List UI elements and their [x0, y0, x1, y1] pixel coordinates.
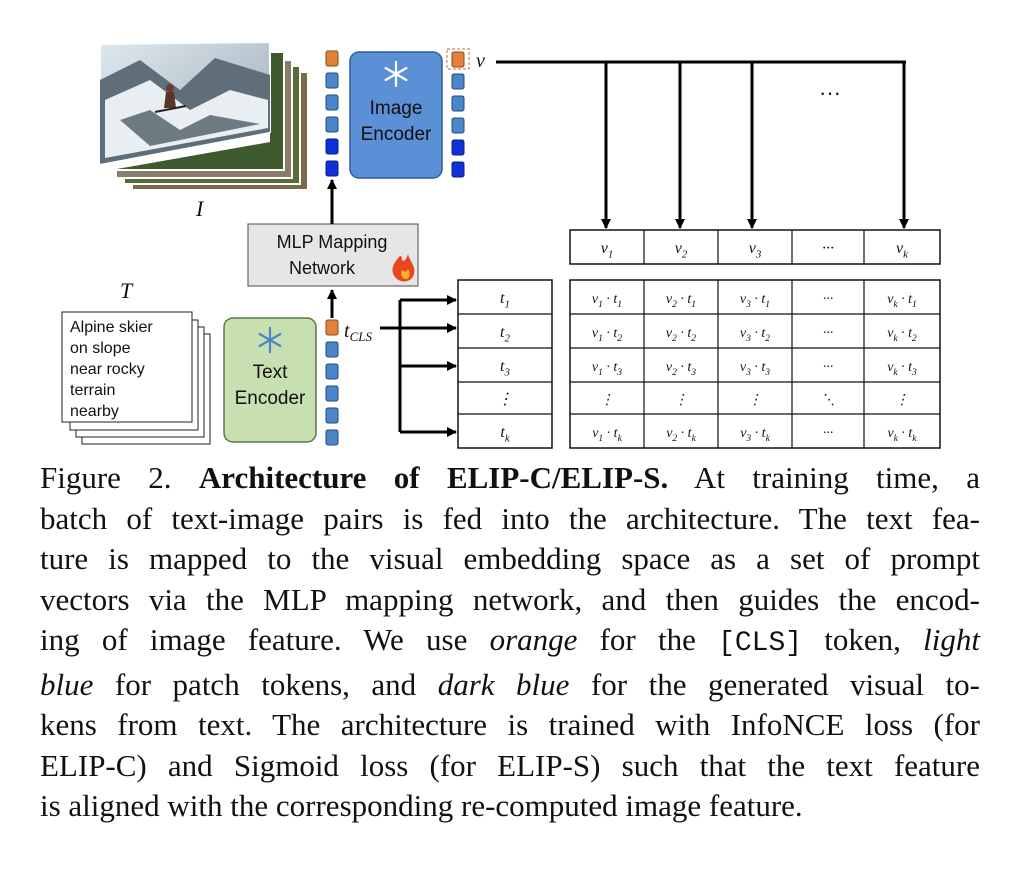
caption-text: for the generated visual to-: [569, 666, 980, 702]
image-encoder-label-2: Encoder: [361, 124, 432, 145]
matrix-cell-r3-c3: v3​ · t3​: [740, 360, 770, 378]
v-header-cell-4: ···: [822, 240, 834, 257]
caption-text: ing of image feature. We use: [40, 622, 490, 657]
v-broadcast-arrows: [496, 60, 909, 229]
t-label-column: t1​ t2​ t3​ ⋮ tk​: [457, 279, 553, 449]
matrix-cell-r1-c2: v2​ · t1​: [666, 292, 696, 310]
image-output-tokens: v: [446, 48, 485, 178]
matrix-cell-r1-c3: v3​ · t1​: [740, 292, 770, 310]
matrix-cell-r5-c3: v3​ · tk​: [740, 426, 770, 444]
caption-line-4: vectors via the MLP mapping network, and…: [40, 581, 980, 617]
matrix-cell-r2-c1: v1​ · t2​: [592, 326, 622, 344]
caption-figure-number: Figure 2.: [40, 460, 199, 495]
caption-line-8: ELIP-C) and Sigmoid loss (for ELIP-S) su…: [40, 747, 980, 783]
matrix-cell-r4-c5: ⋮: [895, 393, 909, 408]
caption-line-6: blue for patch tokens, and dark blue for…: [40, 665, 980, 706]
matrix-cell-r5-c1: v1​ · tk​: [592, 426, 622, 444]
text-encoder: Text Encoder: [223, 317, 317, 443]
matrix-cell-r3-c5: vk​ · t3​: [887, 360, 917, 378]
caption-line-9: is aligned with the corresponding re-com…: [40, 788, 803, 823]
caption-line-2: batch of text-image pairs is fed into th…: [40, 500, 980, 536]
caption-line-7: kens from text. The architecture is trai…: [40, 707, 980, 742]
snowflake-icon: [384, 60, 408, 88]
caption-line-3: ture is mapped to the visual embedding s…: [40, 541, 980, 576]
t-label-cell-1: t1​: [500, 290, 510, 310]
caption-italic: orange: [489, 622, 578, 657]
image-label: I: [195, 196, 205, 221]
v-header-cell-1: v1​: [601, 240, 614, 260]
fire-icon: [392, 254, 415, 282]
image-encoder: Image Encoder: [349, 51, 443, 179]
caption-line-5: ing of image feature. We use orange for …: [40, 620, 980, 665]
caption-text: token,: [802, 622, 924, 657]
caption-line-1: Figure 2. Architecture of ELIP-C/ELIP-S.…: [40, 458, 980, 499]
matrix-cell-r2-c4: ···: [823, 326, 834, 341]
text-line-2: on slope: [70, 340, 131, 357]
architecture-diagram: I Image Encoder v: [61, 40, 941, 449]
matrix-cell-r5-c5: vk​ · tk​: [887, 426, 917, 444]
matrix-cell-r3-c2: v2​ · t3​: [666, 360, 696, 378]
caption-italic: light: [923, 622, 980, 657]
matrix-frame: [569, 279, 941, 449]
text-output-tokens: tCLS: [325, 319, 372, 446]
caption-code: [CLS]: [718, 628, 803, 659]
matrix-cell-r4-c1: ⋮: [600, 393, 614, 408]
t-column-frame: [457, 279, 553, 449]
matrix-cell-r2-c3: v3​ · t2​: [740, 326, 770, 344]
t-label-cell-4: ⋮: [497, 391, 513, 408]
text-label: T: [120, 278, 134, 303]
caption-bold-title: Architecture of ELIP-C/ELIP-S.: [198, 460, 669, 495]
matrix-cell-r1-c4: ···: [823, 292, 834, 307]
text-line-5: nearby: [70, 403, 119, 420]
matrix-cell-r4-c3: ⋮: [748, 393, 762, 408]
text-encoder-label-1: Text: [253, 362, 289, 383]
caption-text: for the: [577, 622, 719, 657]
image-encoder-label-1: Image: [370, 98, 423, 119]
text-stack: T Alpine skier on slope near rocky terra…: [61, 278, 211, 445]
text-line-1: Alpine skier: [70, 319, 153, 336]
v-header-frame: [569, 229, 941, 265]
v-header-cell-3: v3​: [749, 240, 762, 260]
mlp-label-2: Network: [289, 258, 356, 278]
matrix-cell-r5-c2: v2​ · tk​: [666, 426, 696, 444]
caption-italic: blue: [40, 666, 94, 702]
matrix-cell-r1-c1: v1​ · t1​: [592, 292, 622, 310]
t-label-cell-5: tk​: [500, 424, 509, 444]
caption-italic: dark blue: [437, 666, 570, 702]
t-cls-subscript: CLS: [350, 329, 373, 344]
matrix-cell-r4-c4: ⋱: [821, 393, 835, 408]
snowflake-icon: [258, 326, 282, 354]
similarity-matrix: v1​ · t1​ v2​ · t1​ v3​ · t1​ ··· vk​ · t1​ v…: [569, 279, 941, 449]
t-cls-label: tCLS: [344, 320, 372, 344]
t-label-cell-3: t3​: [500, 358, 510, 378]
matrix-cell-r5-c4: ···: [823, 426, 834, 441]
v-header-row: v1​ v2​ v3​ ··· vk​: [569, 229, 941, 265]
image-input-tokens: [325, 50, 339, 177]
mlp-mapping-network: MLP Mapping Network: [247, 223, 419, 287]
v-header-cell-5: vk​: [896, 240, 908, 260]
matrix-cell-r4-c2: ⋮: [674, 393, 688, 408]
text-line-4: terrain: [70, 382, 115, 399]
v-header-cell-2: v2​: [675, 240, 688, 260]
t-label-cell-2: t2​: [500, 324, 510, 344]
matrix-cell-r1-c5: vk​ · t1​: [887, 292, 917, 310]
v-label: v: [476, 50, 485, 72]
text-encoder-label-2: Encoder: [235, 388, 306, 409]
skier-photo: [99, 40, 271, 172]
t-broadcast-arrows: [380, 295, 457, 437]
matrix-cell-r2-c5: vk​ · t2​: [887, 326, 917, 344]
caption-text: At training time, a: [668, 460, 980, 495]
ellipsis-top: ···: [819, 80, 841, 105]
figure-caption: Figure 2. Architecture of ELIP-C/ELIP-S.…: [40, 458, 980, 827]
matrix-cell-r3-c1: v1​ · t3​: [592, 360, 622, 378]
matrix-cell-r3-c4: ···: [823, 360, 834, 375]
t-cls-main: t: [344, 320, 350, 342]
mlp-label-1: MLP Mapping: [277, 232, 388, 252]
matrix-cell-r2-c2: v2​ · t2​: [666, 326, 696, 344]
caption-text: for patch tokens, and: [93, 666, 438, 702]
image-stack: I: [99, 40, 309, 221]
text-line-3: near rocky: [70, 361, 145, 378]
